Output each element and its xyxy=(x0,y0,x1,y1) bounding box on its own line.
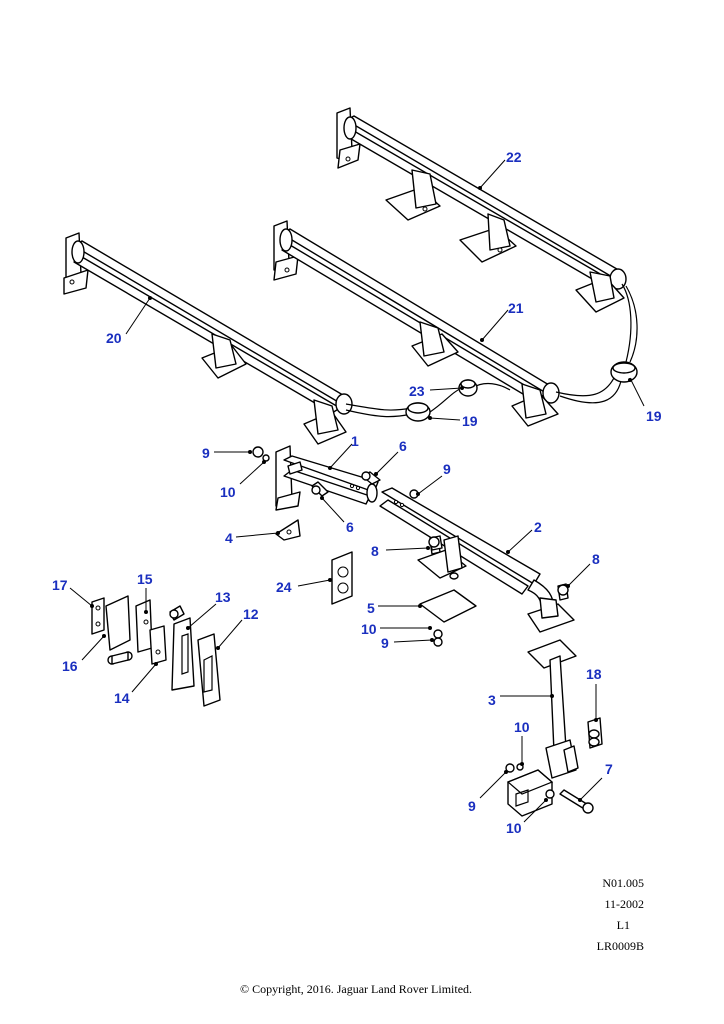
tube-2 xyxy=(379,487,575,633)
drawing-date: 11-2002 xyxy=(604,897,644,911)
tube-1 xyxy=(275,445,379,511)
callout-20: 20 xyxy=(106,330,122,346)
callout-9-a: 9 xyxy=(202,445,210,461)
block-24 xyxy=(331,551,353,605)
callout-3: 3 xyxy=(488,692,496,708)
callout-4: 4 xyxy=(225,530,233,546)
callout-10-c: 10 xyxy=(514,719,530,735)
callout-14: 14 xyxy=(114,690,130,706)
drawing-level: L1 xyxy=(616,918,630,932)
callout-8-a: 8 xyxy=(371,543,379,559)
rail-20 xyxy=(63,232,353,445)
callout-17: 17 xyxy=(52,577,68,593)
callout-12: 12 xyxy=(243,606,259,622)
callout-7: 7 xyxy=(605,761,613,777)
callout-9-b: 9 xyxy=(443,461,451,477)
callout-16: 16 xyxy=(62,658,78,674)
rail-22 xyxy=(336,107,627,313)
callout-23: 23 xyxy=(409,383,425,399)
foot-block xyxy=(505,763,594,817)
callout-10-a: 10 xyxy=(220,484,236,500)
bracket-4 xyxy=(275,519,301,541)
callout-24: 24 xyxy=(276,579,292,595)
callout-18: 18 xyxy=(586,666,602,682)
callout-2: 2 xyxy=(534,519,542,535)
callout-9-d: 9 xyxy=(468,798,476,814)
callout-10-b: 10 xyxy=(361,621,377,637)
callout-19-a: 19 xyxy=(462,413,478,429)
callout-22: 22 xyxy=(506,149,522,165)
rail-21 xyxy=(273,220,560,427)
clip-18 xyxy=(587,717,603,749)
callout-1: 1 xyxy=(351,433,359,449)
callout-labels: 22 21 20 23 19 19 1 9 6 9 10 6 2 4 8 8 2… xyxy=(52,149,662,836)
end-caps xyxy=(345,283,638,422)
callout-9-c: 9 xyxy=(381,635,389,651)
hardware-fasteners xyxy=(252,446,569,601)
callout-5: 5 xyxy=(367,600,375,616)
leader-lines xyxy=(69,159,645,823)
callout-6-b: 6 xyxy=(346,519,354,535)
leg-3 xyxy=(527,639,579,779)
callout-8-b: 8 xyxy=(592,551,600,567)
drawing-reference: LR0009B xyxy=(596,939,644,953)
callout-19-b: 19 xyxy=(646,408,662,424)
copyright-notice: © Copyright, 2016. Jaguar Land Rover Lim… xyxy=(239,982,473,996)
bracket-group-12-17 xyxy=(91,595,221,707)
callout-15: 15 xyxy=(137,571,153,587)
callout-21: 21 xyxy=(508,300,524,316)
drawing-code: N01.005 xyxy=(602,876,644,890)
callout-13: 13 xyxy=(215,589,231,605)
callout-10-d: 10 xyxy=(506,820,522,836)
callout-6-a: 6 xyxy=(399,438,407,454)
